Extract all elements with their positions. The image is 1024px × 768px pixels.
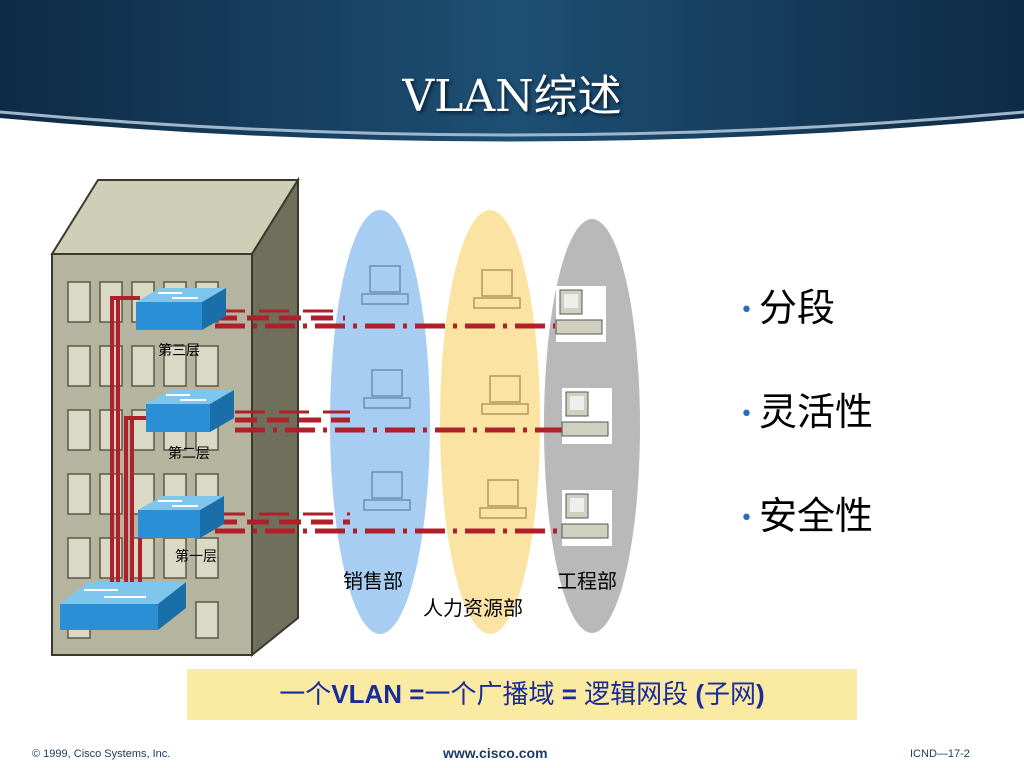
switch-floor1-icon <box>138 496 224 538</box>
bullet-list: •分段 •灵活性 •安全性 <box>740 282 873 594</box>
footer-url[interactable]: www.cisco.com <box>443 745 548 761</box>
floor-label-1: 第一层 <box>175 549 217 565</box>
footer-copyright: © 1999, Cisco Systems, Inc. <box>32 748 171 760</box>
floor3-links <box>215 309 555 329</box>
floor1-links <box>215 512 562 534</box>
trunk-links <box>110 296 148 582</box>
bullet-item: •分段 <box>740 286 835 330</box>
bullet-item: •安全性 <box>740 494 873 538</box>
dept-label-sales: 销售部 <box>343 569 403 593</box>
switch-floor2-icon <box>146 390 234 432</box>
vlan-hr-ellipse <box>440 210 540 634</box>
switch-floor3-icon <box>136 288 226 330</box>
footer-page-number: ICND—17-2 <box>910 748 970 760</box>
floor-label-3: 第三层 <box>158 343 200 359</box>
bullet-dot-icon: • <box>740 505 753 531</box>
bullet-dot-icon: • <box>740 401 753 427</box>
vlan-sales-ellipse <box>330 210 430 634</box>
engineering-pc-icons <box>555 286 612 546</box>
hr-pc-icons <box>473 269 529 519</box>
floor-label-2: 第二层 <box>168 446 210 462</box>
page-title: VLAN综述 <box>402 71 622 122</box>
title-banner <box>0 0 1024 175</box>
sales-pc-icons <box>361 265 411 511</box>
bullet-dot-icon: • <box>740 297 753 323</box>
core-switch-icon <box>60 582 186 630</box>
vlan-formula: 一个VLAN =一个广播域 = 逻辑网段 (子网) <box>187 669 857 720</box>
dept-label-hr: 人力资源部 <box>423 596 523 620</box>
bullet-item: •灵活性 <box>740 390 873 434</box>
floor2-links <box>235 410 562 433</box>
dept-label-engineering: 工程部 <box>557 569 617 593</box>
